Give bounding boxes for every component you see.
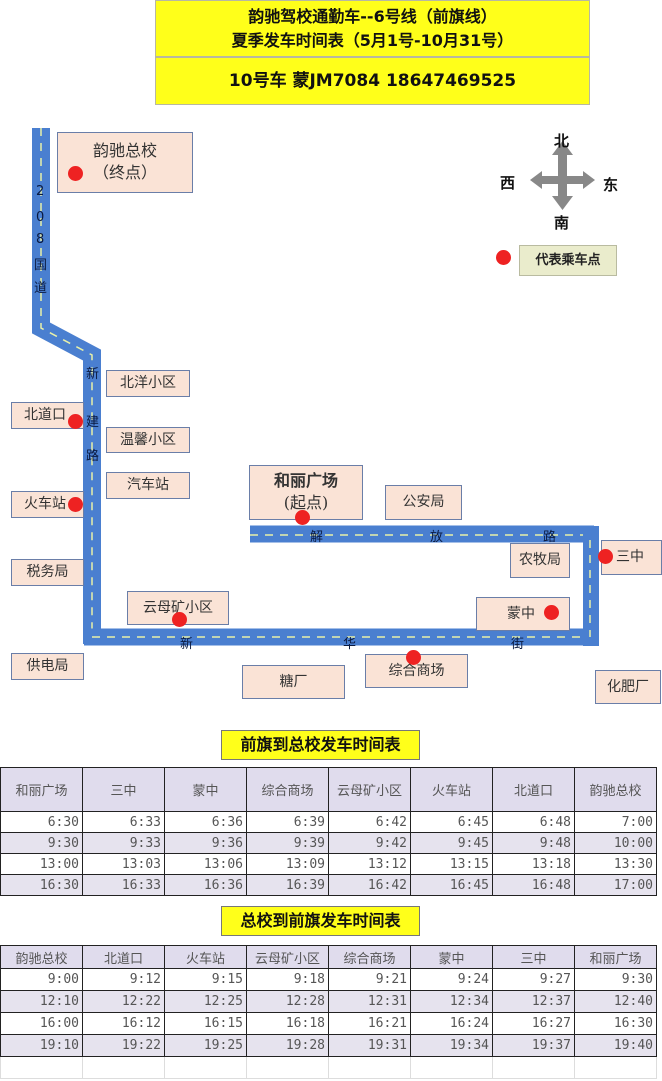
table-row: 9:00 9:12 9:15 9:18 9:21 9:24 9:27 9:30 <box>0 968 657 991</box>
place-beidaokou: 北道口 <box>11 402 84 429</box>
stop-dot-huochezhan-icon <box>68 497 83 512</box>
place-mengzhong: 蒙中 <box>476 597 570 631</box>
place-gonganju: 公安局 <box>385 485 462 520</box>
season-subtitle: 夏季发车时间表（5月1号-10月31号） <box>231 31 514 50</box>
schedule-to-qianqi-table: 韵驰总校 北道口 火车站 云母矿小区 综合商场 蒙中 三中 和丽广场 9:00 … <box>0 945 657 1079</box>
table-row: 19:10 19:22 19:25 19:28 19:31 19:34 19:3… <box>0 1034 657 1057</box>
stop-dot-yunchi-icon <box>68 166 83 181</box>
place-tangchang: 糖厂 <box>242 665 345 699</box>
stop-dot-mengzhong-icon <box>544 605 559 620</box>
place-wenxin: 温馨小区 <box>106 427 190 453</box>
table-row: 16:30 16:33 16:36 16:39 16:42 16:45 16:4… <box>0 874 657 896</box>
table-header-row: 和丽广场 三中 蒙中 综合商场 云母矿小区 火车站 北道口 韵驰总校 <box>0 767 657 812</box>
place-nongmuju: 农牧局 <box>510 543 570 578</box>
compass-arrows <box>530 141 595 210</box>
schedule-to-qianqi-title: 总校到前旗发车时间表 <box>221 906 420 936</box>
stop-dot-yunmukuang-icon <box>172 612 187 627</box>
table-row: 16:00 16:12 16:15 16:18 16:21 16:24 16:2… <box>0 1012 657 1035</box>
place-beiyang: 北洋小区 <box>106 370 190 397</box>
stop-dot-heli-icon <box>295 510 310 525</box>
compass-north: 北 <box>554 132 570 150</box>
table-row-empty <box>0 1056 657 1079</box>
place-shuiwuju: 税务局 <box>11 559 84 586</box>
table-row: 9:30 9:33 9:36 9:39 9:42 9:45 9:48 10:00 <box>0 832 657 854</box>
road-network <box>32 128 599 646</box>
schedule-to-school-title: 前旗到总校发车时间表 <box>221 730 420 760</box>
title-banner: 韵驰驾校通勤车--6号线（前旗线） 夏季发车时间表（5月1号-10月31号） <box>155 0 590 57</box>
place-qichezhan: 汽车站 <box>106 472 190 499</box>
compass-east: 东 <box>603 176 619 194</box>
schedule-to-school-table: 和丽广场 三中 蒙中 综合商场 云母矿小区 火车站 北道口 韵驰总校 6:30 … <box>0 767 657 896</box>
stop-dot-sanzhong-icon <box>598 549 613 564</box>
legend-dot-icon <box>496 250 511 265</box>
table-header-row: 韵驰总校 北道口 火车站 云母矿小区 综合商场 蒙中 三中 和丽广场 <box>0 945 657 969</box>
stop-dot-zonghe-icon <box>406 650 421 665</box>
vehicle-info: 10号车 蒙JM7084 18647469525 <box>155 57 590 105</box>
place-huafeichang: 化肥厂 <box>595 670 661 704</box>
table-row: 13:00 13:03 13:06 13:09 13:12 13:15 13:1… <box>0 853 657 875</box>
table-row: 6:30 6:33 6:36 6:39 6:42 6:45 6:48 7:00 <box>0 811 657 833</box>
place-yunchi-school: 韵驰总校 （终点） <box>57 132 193 193</box>
place-gongdianju: 供电局 <box>11 653 84 680</box>
legend-label: 代表乘车点 <box>519 245 617 276</box>
compass-south: 南 <box>554 214 570 232</box>
table-row: 12:10 12:22 12:25 12:28 12:31 12:34 12:3… <box>0 990 657 1013</box>
compass-west: 西 <box>500 174 516 192</box>
stop-dot-beidaokou-icon <box>68 414 83 429</box>
route-title: 韵驰驾校通勤车--6号线（前旗线） <box>248 7 497 26</box>
